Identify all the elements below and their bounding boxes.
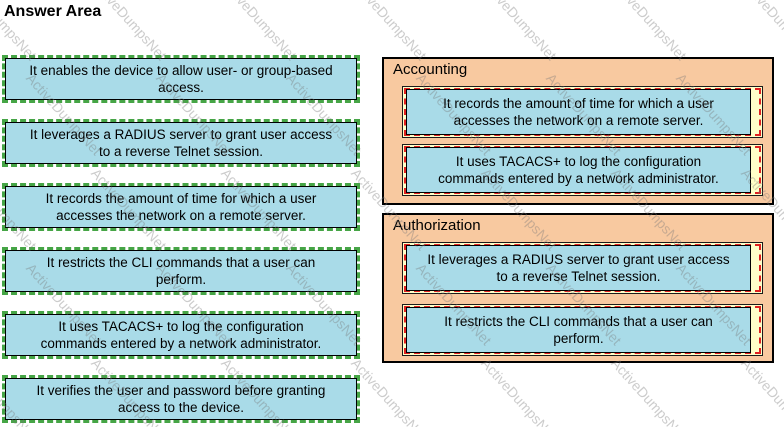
panel-accounting: Accounting It records the amount of time… — [382, 57, 774, 205]
watermark-text: ActiveDumpsNet — [738, 0, 784, 64]
watermark-text: ActiveDumpsNet — [348, 0, 430, 64]
panel-authorization: Authorization It leverages a RADIUS serv… — [382, 213, 774, 363]
watermark-text: ActiveDumpsNet — [218, 0, 300, 64]
panel-accounting-title: Accounting — [393, 61, 468, 78]
watermark-text: ActiveDumpsNet — [608, 0, 690, 64]
drag-option-6-label: It verifies the user and password before… — [5, 378, 357, 420]
watermark-text: ActiveDumpsNet — [608, 355, 690, 427]
accounting-answer-2[interactable]: It uses TACACS+ to log the configuration… — [406, 147, 751, 193]
watermark-text: ActiveDumpsNet — [738, 355, 784, 427]
watermark-text: ActiveDumpsNet — [478, 355, 560, 427]
drag-option-2[interactable]: It leverages a RADIUS server to grant us… — [2, 119, 360, 167]
authorization-answer-2[interactable]: It restricts the CLI commands that a use… — [406, 307, 751, 353]
drag-option-2-label: It leverages a RADIUS server to grant us… — [5, 122, 357, 164]
drag-option-3[interactable]: It records the amount of time for which … — [2, 183, 360, 231]
watermark-text: ActiveDumpsNet — [348, 355, 430, 427]
page-title: Answer Area — [4, 3, 102, 20]
authorization-drop-slot-1[interactable]: It leverages a RADIUS server to grant us… — [402, 242, 763, 294]
accounting-drop-slot-1[interactable]: It records the amount of time for which … — [402, 86, 763, 138]
drag-option-1[interactable]: It enables the device to allow user- or … — [2, 55, 360, 103]
panel-authorization-title: Authorization — [393, 217, 481, 234]
accounting-answer-1[interactable]: It records the amount of time for which … — [406, 89, 751, 135]
drag-option-4-label: It restricts the CLI commands that a use… — [5, 250, 357, 292]
drag-option-5-label: It uses TACACS+ to log the configuration… — [5, 314, 357, 356]
authorization-answer-1[interactable]: It leverages a RADIUS server to grant us… — [406, 245, 751, 291]
drag-option-3-label: It records the amount of time for which … — [5, 186, 357, 228]
drag-option-1-label: It enables the device to allow user- or … — [5, 58, 357, 100]
authorization-drop-slot-2[interactable]: It restricts the CLI commands that a use… — [402, 304, 763, 356]
drag-option-6[interactable]: It verifies the user and password before… — [2, 375, 360, 423]
accounting-drop-slot-2[interactable]: It uses TACACS+ to log the configuration… — [402, 144, 763, 196]
watermark-text: ActiveDumpsNet — [478, 0, 560, 64]
drag-option-5[interactable]: It uses TACACS+ to log the configuration… — [2, 311, 360, 359]
drag-option-4[interactable]: It restricts the CLI commands that a use… — [2, 247, 360, 295]
